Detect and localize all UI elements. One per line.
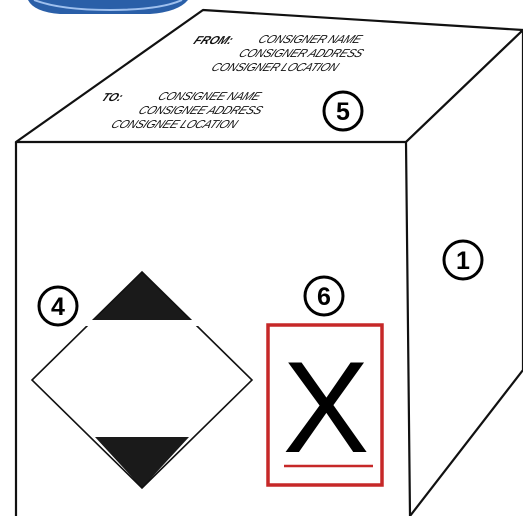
- lq-white-gap-top: [84, 320, 200, 326]
- marker-1-label: 1: [456, 247, 470, 275]
- x-label: X: [268, 325, 382, 485]
- marker-6: 6: [305, 277, 343, 315]
- marker-4-label: 4: [51, 293, 65, 321]
- marker-1: 1: [444, 241, 482, 279]
- from-label: FROM:: [191, 34, 236, 47]
- marker-6-label: 6: [317, 283, 331, 311]
- lq-diamond-top-triangle: [94, 272, 190, 320]
- x-label-letter: X: [283, 334, 370, 480]
- marker-5: 5: [324, 92, 362, 130]
- lq-diamond-bottom-triangle: [95, 437, 189, 488]
- corner-band-shape: [28, 0, 188, 14]
- marker-5-label: 5: [336, 98, 350, 126]
- consigner-name: CONSIGNER NAME: [256, 33, 366, 46]
- consignee-location: CONSIGNEE LOCATION: [109, 118, 241, 131]
- consignee-name: CONSIGNEE NAME: [155, 90, 264, 103]
- consigner-location: CONSIGNER LOCATION: [209, 61, 342, 74]
- consigner-address: CONSIGNER ADDRESS: [236, 47, 367, 60]
- consignee-address: CONSIGNEE ADDRESS: [136, 104, 266, 117]
- marker-4: 4: [39, 287, 77, 325]
